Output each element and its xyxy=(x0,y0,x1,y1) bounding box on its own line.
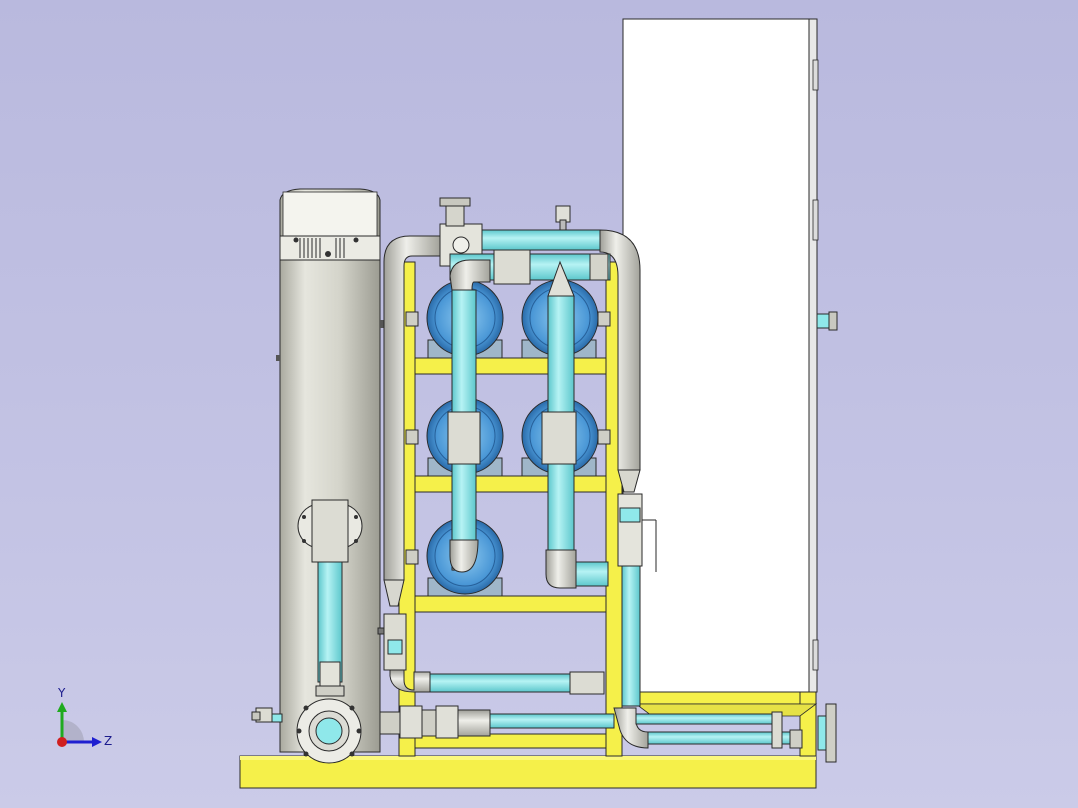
tank-left-elbow[interactable] xyxy=(251,707,283,723)
return-pipe[interactable] xyxy=(429,671,605,695)
cabinet-cable-gland[interactable] xyxy=(816,311,838,331)
tank-top-motor[interactable] xyxy=(279,235,381,261)
inlet-downcomer[interactable] xyxy=(447,259,491,573)
outlet-downcomer[interactable] xyxy=(541,260,609,589)
y-axis-label: Y xyxy=(58,686,66,700)
left-riser-pipe[interactable] xyxy=(377,235,441,693)
z-axis-label: Z xyxy=(104,734,113,748)
tank-outlet-flange[interactable] xyxy=(296,698,362,764)
right-riser-pipe[interactable] xyxy=(617,469,657,707)
tank-side-nozzle[interactable] xyxy=(297,499,363,563)
control-cabinet[interactable] xyxy=(622,18,838,693)
lower-right-frame[interactable] xyxy=(634,691,818,757)
tank-bottom-valve[interactable] xyxy=(315,661,345,697)
triad-axes xyxy=(57,702,102,747)
filter-vessels[interactable] xyxy=(405,279,611,597)
bottom-outlet-line[interactable] xyxy=(379,703,837,763)
coordinate-triad: Y Z xyxy=(40,680,120,760)
ozone-tank[interactable] xyxy=(251,188,384,764)
